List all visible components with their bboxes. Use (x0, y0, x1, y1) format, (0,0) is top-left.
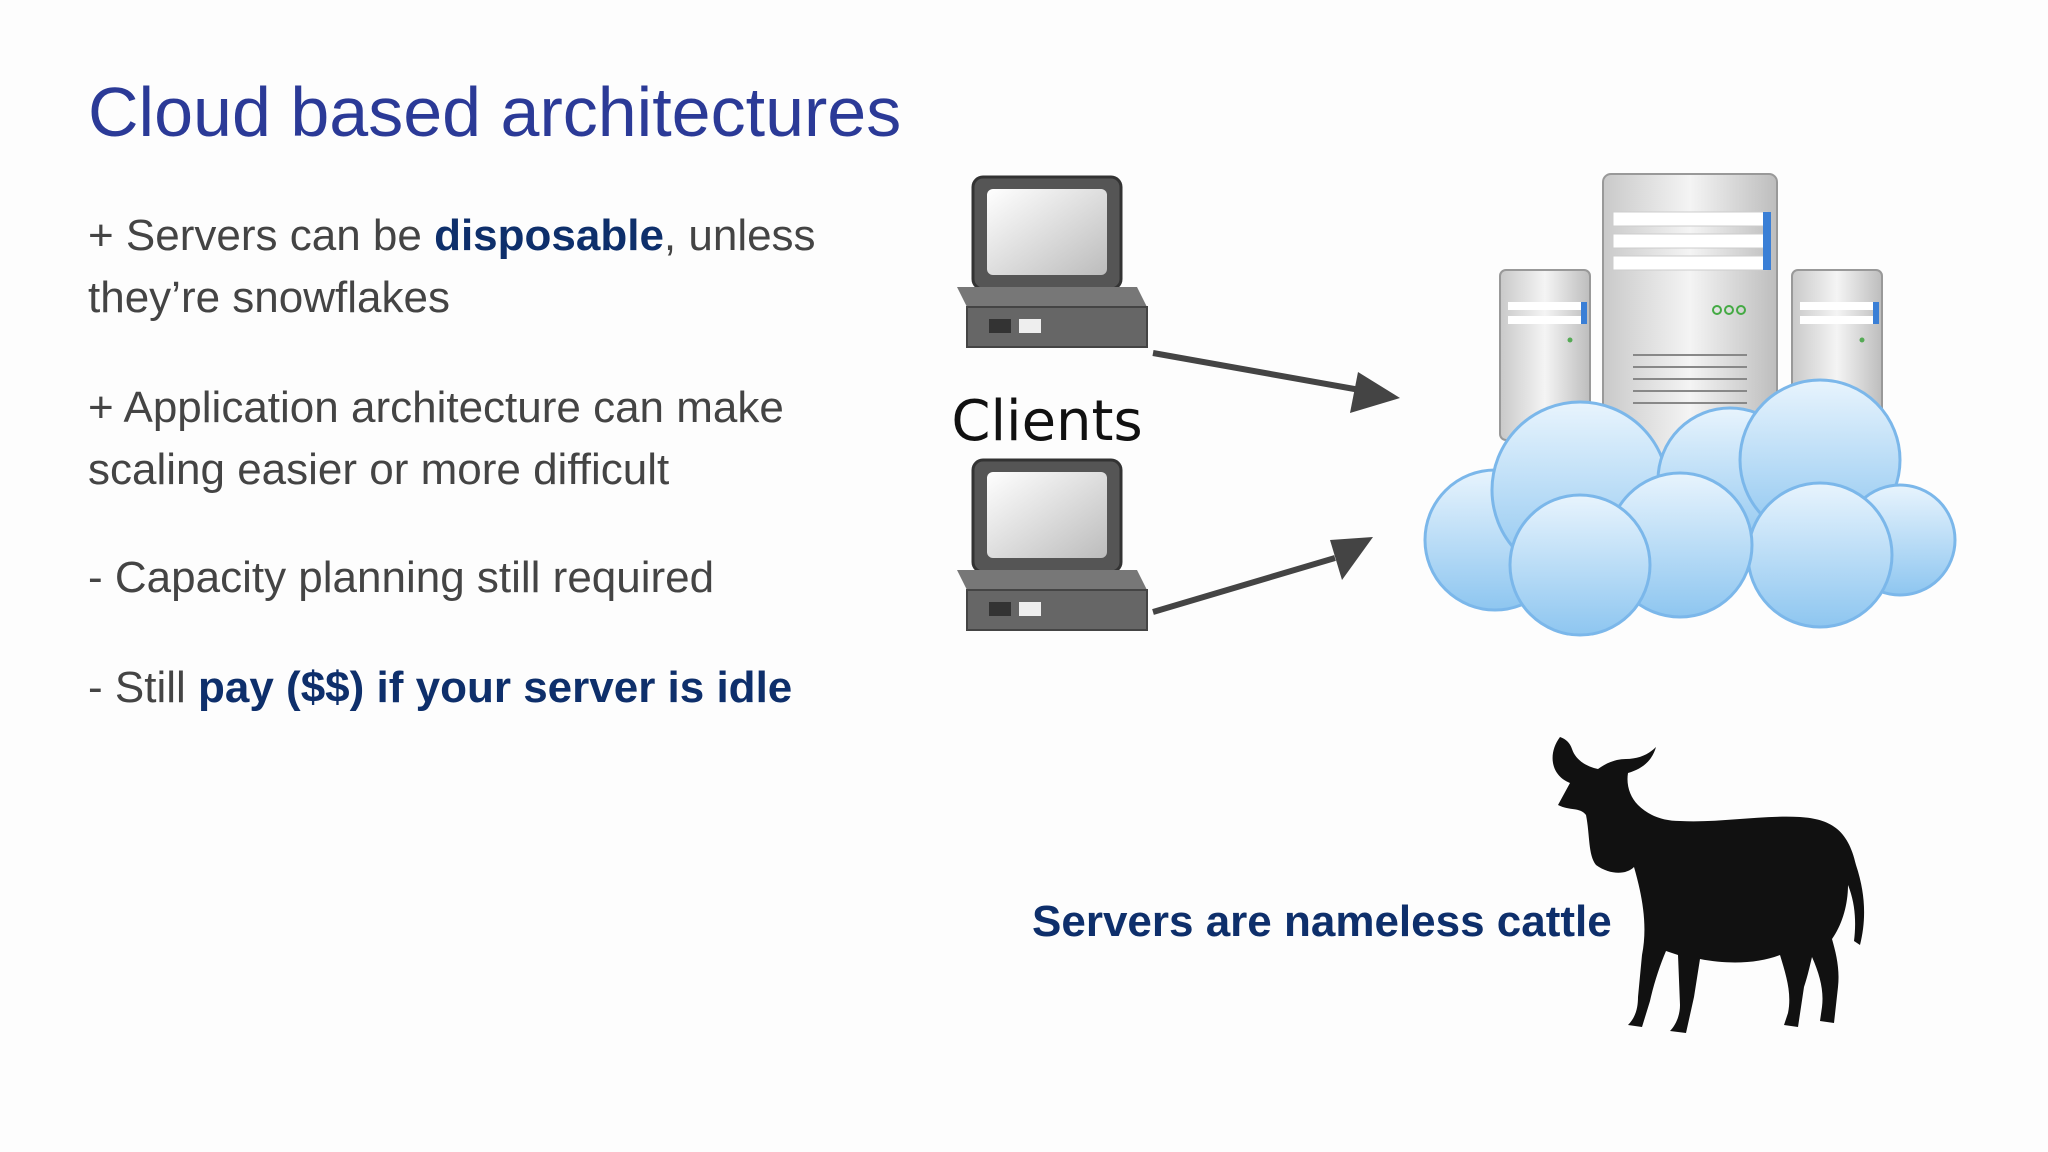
bullet-1-em: disposable (434, 211, 664, 260)
bullet-4-pre: - Still (88, 663, 198, 712)
client-cloud-diagram: Clients (951, 173, 1957, 637)
arrow-icon (1152, 350, 1400, 413)
clients-label: Clients (951, 389, 1142, 454)
client-computer-icon (957, 458, 1148, 631)
bullet-4-em: pay ($$) if your server is idle (198, 663, 793, 712)
arrow-icon (1152, 537, 1373, 615)
client-computer-icon (957, 175, 1148, 348)
cloud-icon (1423, 378, 1957, 637)
bullet-scaling: + Application architecture can make scal… (88, 383, 784, 494)
bullet-1-post: , unless they’re snowflakes (88, 211, 816, 322)
bullet-capacity: - Capacity planning still required (88, 553, 715, 602)
bullet-disposable: + Servers can be disposable, unless they… (88, 205, 888, 329)
slide-title: Cloud based architectures (88, 73, 902, 151)
bullet-pay-idle: - Still pay ($$) if your server is idle (88, 657, 792, 719)
bullet-1-pre: + Servers can be (88, 211, 435, 260)
cow-silhouette-icon (1552, 737, 1865, 1033)
cattle-caption: Servers are nameless cattle (1032, 897, 1612, 946)
